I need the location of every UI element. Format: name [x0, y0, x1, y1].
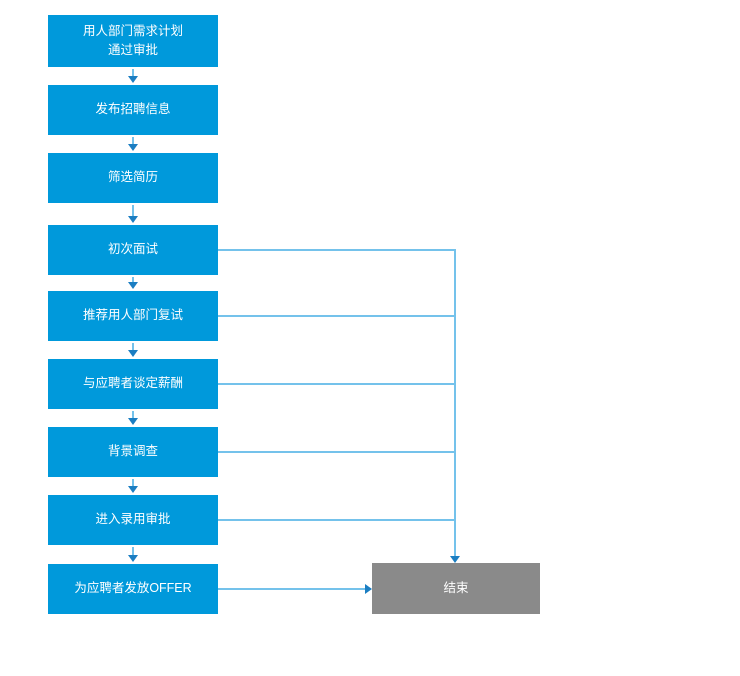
arrowhead-right-icon [365, 584, 372, 594]
flow-node-label: 与应聘者谈定薪酬 [82, 376, 183, 391]
flow-arrow-down [128, 277, 138, 289]
flow-node-salary-negotiation: 与应聘者谈定薪酬 [48, 359, 218, 409]
flow-node-label: 推荐用人部门复试 [82, 308, 183, 323]
flow-node-background-check: 背景调查 [48, 427, 218, 477]
flow-node-hiring-approval: 进入录用审批 [48, 495, 218, 545]
flow-node-label: 用人部门需求计划 通过审批 [82, 23, 183, 57]
arrowhead-down-icon [128, 144, 138, 151]
arrowhead-down-icon [128, 350, 138, 357]
flow-arrow-down [128, 137, 138, 151]
flow-node-label: 结束 [443, 580, 469, 595]
flow-arrow-down [128, 69, 138, 83]
flow-node-send-offer: 为应聘者发放OFFER [48, 564, 218, 614]
flow-branch-line-approval [218, 519, 456, 521]
arrowhead-down-icon [128, 282, 138, 289]
flow-arrow-down [128, 411, 138, 425]
flow-node-label: 背景调查 [107, 444, 158, 459]
arrowhead-down-icon [128, 555, 138, 562]
flow-node-label: 初次面试 [107, 242, 158, 257]
flow-node-label: 为应聘者发放OFFER [74, 581, 192, 596]
flow-branch-line-second-interview [218, 315, 456, 317]
flow-arrow-down [128, 205, 138, 223]
flow-node-label: 进入录用审批 [95, 512, 171, 527]
arrowhead-down-icon [128, 76, 138, 83]
flow-node-first-interview: 初次面试 [48, 225, 218, 275]
flow-arrow-down [128, 343, 138, 357]
flow-branch-line-background [218, 451, 456, 453]
flow-line-offer-to-end [218, 588, 365, 590]
flow-branch-line-salary [218, 383, 456, 385]
flow-node-publish-job-info: 发布招聘信息 [48, 85, 218, 135]
flow-arrow-down [128, 479, 138, 493]
arrowhead-down-icon [128, 486, 138, 493]
flow-node-requirement-approval: 用人部门需求计划 通过审批 [48, 15, 218, 67]
arrowhead-down-icon [450, 556, 460, 563]
flow-arrow-down [128, 547, 138, 562]
flow-node-end: 结束 [372, 563, 540, 614]
flow-node-label: 筛选简历 [107, 170, 158, 185]
arrowhead-down-icon [128, 418, 138, 425]
flow-node-dept-second-interview: 推荐用人部门复试 [48, 291, 218, 341]
flow-node-label: 发布招聘信息 [95, 102, 171, 117]
flow-branch-line-first-interview [218, 249, 456, 251]
flow-collector-line [454, 249, 456, 556]
flow-node-screen-resumes: 筛选简历 [48, 153, 218, 203]
arrowhead-down-icon [128, 216, 138, 223]
